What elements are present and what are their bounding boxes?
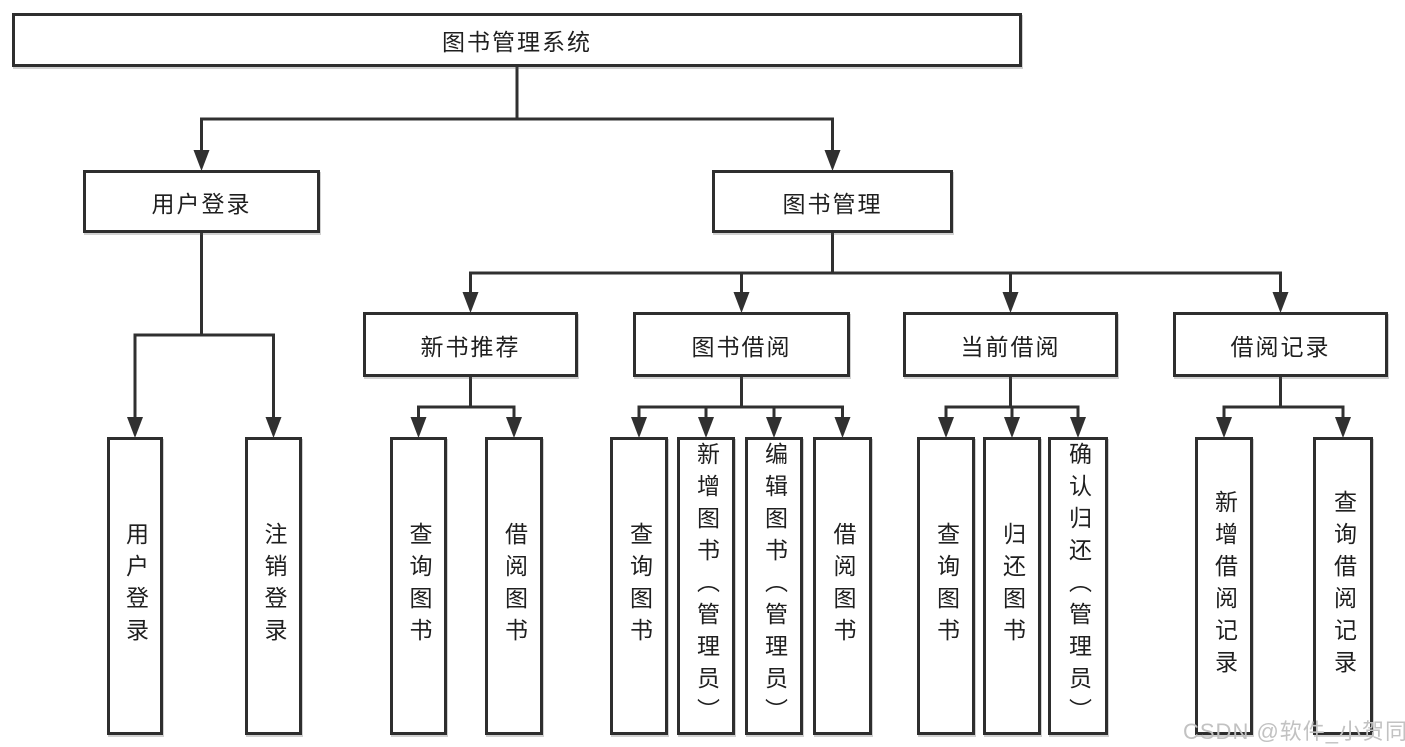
arrowhead-icon [1335, 417, 1351, 438]
node-leaf-edit-book: 编辑图书（管理员） [745, 437, 803, 735]
node-label: 查询图书 [626, 522, 653, 650]
node-label: 注销登录 [261, 522, 287, 650]
arrowhead-icon [698, 417, 714, 438]
arrowhead-icon [631, 417, 647, 438]
node-label: 图书管理系统 [442, 29, 592, 55]
node-leaf-add-borrow-rec: 新增借阅记录 [1195, 437, 1253, 735]
node-leaf-borrow-book-2: 借阅图书 [813, 437, 872, 735]
arrowhead-icon [410, 417, 427, 438]
node-label: 编辑图书（管理员） [761, 442, 788, 730]
node-label: 新增图书（管理员） [693, 442, 720, 730]
node-leaf-user-login: 用户登录 [107, 437, 163, 735]
arrowhead-icon [1004, 417, 1020, 438]
watermark: CSDN @软件_小贺同学 [1183, 719, 1405, 744]
arrowhead-icon [1272, 292, 1289, 313]
arrowhead-icon [824, 150, 841, 171]
node-label: 借阅记录 [1230, 333, 1331, 360]
arrowhead-icon [127, 417, 143, 438]
node-label: 确认归还（管理员） [1065, 442, 1092, 730]
node-label: 借阅图书 [830, 522, 856, 650]
node-label: 图书借阅 [691, 333, 792, 360]
node-leaf-query-borrow-rec: 查询借阅记录 [1313, 437, 1373, 735]
arrowhead-icon [1216, 417, 1232, 438]
node-leaf-confirm-return: 确认归还（管理员） [1048, 437, 1108, 735]
arrowhead-icon [265, 417, 282, 438]
arrowhead-icon [1002, 292, 1019, 313]
arrowhead-icon [766, 417, 782, 438]
node-label: 查询借阅记录 [1330, 490, 1357, 682]
arrowhead-icon [506, 417, 522, 438]
arrowhead-icon [938, 417, 954, 438]
node-book-mgmt: 图书管理 [712, 170, 953, 233]
node-label: 图书管理 [782, 190, 883, 217]
node-leaf-query-book-2: 查询图书 [610, 437, 668, 735]
arrowhead-icon [834, 417, 851, 438]
node-user-login: 用户登录 [83, 170, 320, 233]
node-leaf-add-book: 新增图书（管理员） [677, 437, 735, 735]
node-label: 借阅图书 [501, 522, 528, 650]
node-root: 图书管理系统 [12, 13, 1022, 67]
node-label: 新书推荐 [420, 333, 521, 360]
node-label: 当前借阅 [960, 333, 1061, 360]
node-leaf-borrow-book-1: 借阅图书 [485, 437, 543, 735]
arrowhead-icon [462, 292, 479, 313]
node-book-borrow: 图书借阅 [633, 312, 850, 377]
arrowhead-icon [733, 292, 750, 313]
node-leaf-logout: 注销登录 [245, 437, 302, 735]
node-label: 查询图书 [406, 522, 432, 650]
arrowhead-icon [1070, 417, 1086, 438]
arrowhead-icon [193, 150, 210, 171]
node-leaf-query-book-3: 查询图书 [917, 437, 975, 735]
node-label: 新增借阅记录 [1211, 490, 1238, 682]
node-leaf-query-book-1: 查询图书 [390, 437, 447, 735]
node-borrow-records: 借阅记录 [1173, 312, 1388, 377]
node-current-borrow: 当前借阅 [903, 312, 1118, 377]
node-label: 用户登录 [122, 522, 149, 650]
node-label: 归还图书 [999, 522, 1026, 650]
node-new-book-rec: 新书推荐 [363, 312, 578, 377]
node-leaf-return-book: 归还图书 [983, 437, 1041, 735]
node-label: 用户登录 [151, 190, 252, 217]
node-label: 查询图书 [933, 522, 960, 650]
